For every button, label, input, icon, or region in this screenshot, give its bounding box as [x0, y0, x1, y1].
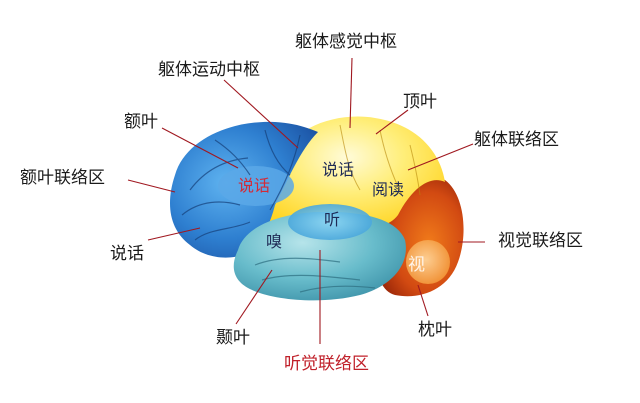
- label-frontal-lobe: 额叶: [124, 112, 158, 132]
- frontal-gyri: [181, 129, 301, 241]
- label-auditory-association: 听觉联络区: [284, 354, 369, 374]
- inner-label-speech-motor: 说话: [238, 176, 271, 195]
- inner-label-hearing: 听: [324, 210, 341, 229]
- label-temporal-lobe: 颞叶: [216, 328, 250, 348]
- label-speech-outer: 说话: [110, 244, 144, 264]
- inner-label-reading: 阅读: [372, 180, 405, 199]
- parietal-region: [267, 116, 445, 232]
- inner-label-smell: 嗅: [266, 232, 283, 251]
- inner-label-vision: 视: [408, 255, 425, 275]
- label-occipital-lobe: 枕叶: [418, 320, 452, 340]
- temporal-gyri: [254, 257, 376, 293]
- inner-label-speech-sensory: 说话: [322, 160, 355, 179]
- label-frontal-association: 额叶联络区: [20, 168, 105, 188]
- speech-motor-area: [218, 166, 294, 206]
- leader-lines: [127, 57, 485, 344]
- label-somatic-motor-center: 躯体运动中枢: [158, 60, 260, 80]
- visual-area: [406, 240, 450, 284]
- label-visual-association: 视觉联络区: [498, 231, 583, 251]
- label-somatosensory-center: 躯体感觉中枢: [295, 32, 397, 52]
- label-somatic-association: 躯体联络区: [474, 130, 559, 150]
- label-parietal-lobe: 顶叶: [403, 92, 437, 112]
- auditory-area: [288, 204, 372, 240]
- parietal-gyri: [339, 124, 421, 196]
